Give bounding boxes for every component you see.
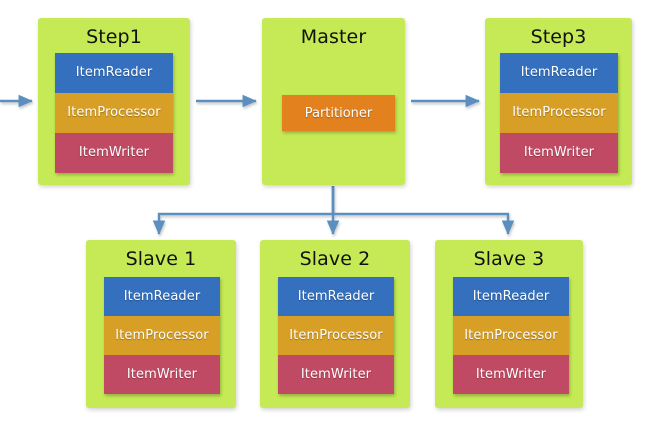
node-slave3-bands: ItemReader ItemProcessor ItemWriter <box>453 277 569 394</box>
band-itemwriter[interactable]: ItemWriter <box>278 354 394 394</box>
node-step1-title: Step1 <box>86 26 142 48</box>
band-itemreader[interactable]: ItemReader <box>278 277 394 316</box>
node-step3[interactable]: Step3 ItemReader ItemProcessor ItemWrite… <box>485 18 632 185</box>
node-slave1-title: Slave 1 <box>125 248 197 270</box>
band-itemreader[interactable]: ItemReader <box>55 53 173 93</box>
band-itemreader[interactable]: ItemReader <box>104 277 220 316</box>
node-master[interactable]: Master Partitioner <box>262 18 405 185</box>
node-slave1[interactable]: Slave 1 ItemReader ItemProcessor ItemWri… <box>86 240 236 408</box>
node-slave2-bands: ItemReader ItemProcessor ItemWriter <box>278 277 394 394</box>
band-itemreader[interactable]: ItemReader <box>453 277 569 316</box>
band-itemwriter[interactable]: ItemWriter <box>104 354 220 394</box>
band-itemwriter[interactable]: ItemWriter <box>453 354 569 394</box>
band-itemprocessor[interactable]: ItemProcessor <box>55 92 173 133</box>
band-itemwriter[interactable]: ItemWriter <box>500 132 618 173</box>
band-itemwriter[interactable]: ItemWriter <box>55 132 173 173</box>
node-slave2-title: Slave 2 <box>299 248 371 270</box>
node-step1[interactable]: Step1 ItemReader ItemProcessor ItemWrite… <box>38 18 190 185</box>
band-partitioner[interactable]: Partitioner <box>282 95 395 131</box>
node-slave1-bands: ItemReader ItemProcessor ItemWriter <box>104 277 220 394</box>
connector-master-to-slave3 <box>331 186 515 235</box>
band-itemreader[interactable]: ItemReader <box>500 53 618 93</box>
band-itemprocessor[interactable]: ItemProcessor <box>453 315 569 355</box>
band-itemprocessor[interactable]: ItemProcessor <box>278 315 394 355</box>
node-slave3-title: Slave 3 <box>473 248 545 270</box>
node-step1-bands: ItemReader ItemProcessor ItemWriter <box>55 53 173 173</box>
node-step3-bands: ItemReader ItemProcessor ItemWriter <box>500 53 618 173</box>
node-master-title: Master <box>300 26 367 48</box>
band-itemprocessor[interactable]: ItemProcessor <box>104 315 220 355</box>
connector-master-to-slave1 <box>152 186 335 235</box>
node-slave3[interactable]: Slave 3 ItemReader ItemProcessor ItemWri… <box>435 240 583 408</box>
node-step3-title: Step3 <box>530 26 587 48</box>
band-itemprocessor[interactable]: ItemProcessor <box>500 92 618 133</box>
node-slave2[interactable]: Slave 2 ItemReader ItemProcessor ItemWri… <box>260 240 410 408</box>
